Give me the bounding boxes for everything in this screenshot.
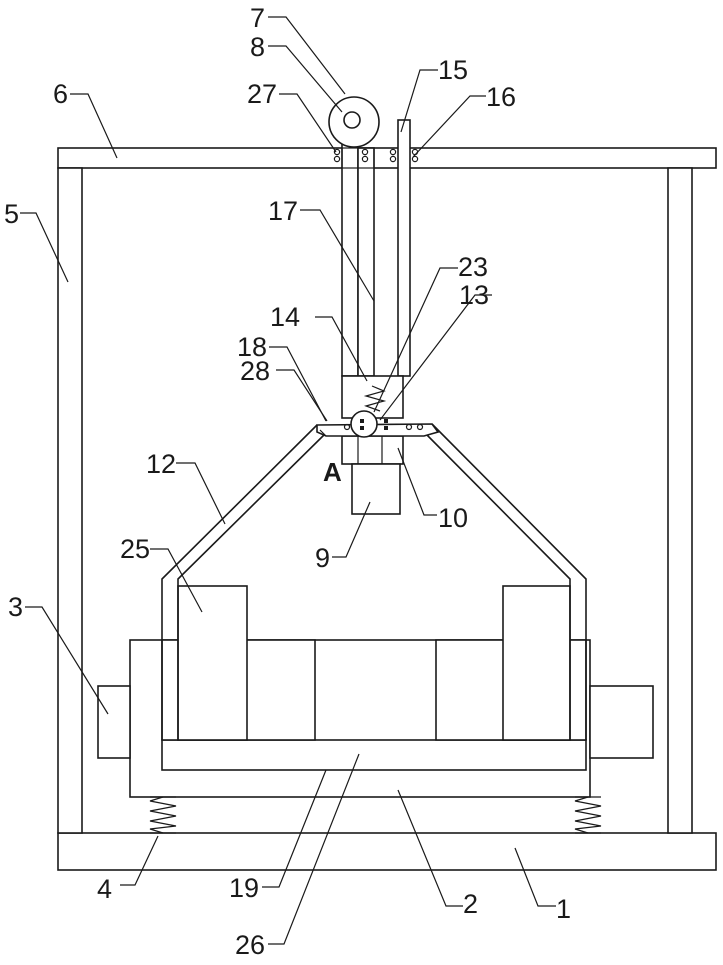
- callout-9: 9: [315, 543, 330, 573]
- right-side-block: [590, 686, 653, 758]
- left-spring: [150, 797, 176, 833]
- callout-15: 15: [438, 55, 468, 85]
- callout-12: 12: [146, 449, 176, 479]
- right-column: [668, 168, 692, 833]
- housing-lower: [342, 436, 403, 464]
- left-clamp-pad: [178, 586, 247, 740]
- callout-23: 23: [458, 252, 488, 282]
- callout-3: 3: [8, 592, 23, 622]
- left-arm-outer: [162, 425, 317, 586]
- callout-6: 6: [53, 79, 68, 109]
- ball-joint: [351, 411, 377, 437]
- detail-marker-a: A: [323, 457, 342, 487]
- callout-13: 13: [459, 280, 489, 310]
- housing: [342, 376, 403, 418]
- callout-28: 28: [240, 356, 270, 386]
- callout-25: 25: [120, 534, 150, 564]
- pulley-inner: [344, 112, 360, 128]
- callout-labels: 1 2 3 4 5 6 7 8 9 10 12 13 14 15 16 17 1…: [4, 3, 571, 960]
- callout-2: 2: [463, 889, 478, 919]
- callout-27: 27: [247, 79, 277, 109]
- callout-4: 4: [97, 874, 112, 904]
- top-plate: [58, 148, 716, 168]
- callout-7: 7: [250, 3, 265, 33]
- left-side-block: [98, 686, 130, 758]
- rod-middle: [358, 148, 374, 376]
- callout-1: 1: [556, 894, 571, 924]
- right-clamp-pad: [503, 586, 570, 740]
- callout-8: 8: [250, 32, 265, 62]
- callout-17: 17: [268, 196, 298, 226]
- left-arm-inner: [178, 433, 326, 586]
- callout-10: 10: [438, 503, 468, 533]
- lower-body: [98, 586, 653, 797]
- callout-5: 5: [4, 199, 19, 229]
- lower-shaft: [352, 464, 400, 514]
- rod-left: [342, 118, 358, 376]
- callout-26: 26: [235, 930, 265, 960]
- tray-bottom-bar: [162, 740, 586, 770]
- callout-14: 14: [270, 302, 300, 332]
- right-spring: [575, 797, 601, 833]
- callout-16: 16: [486, 82, 516, 112]
- callout-19: 19: [229, 873, 259, 903]
